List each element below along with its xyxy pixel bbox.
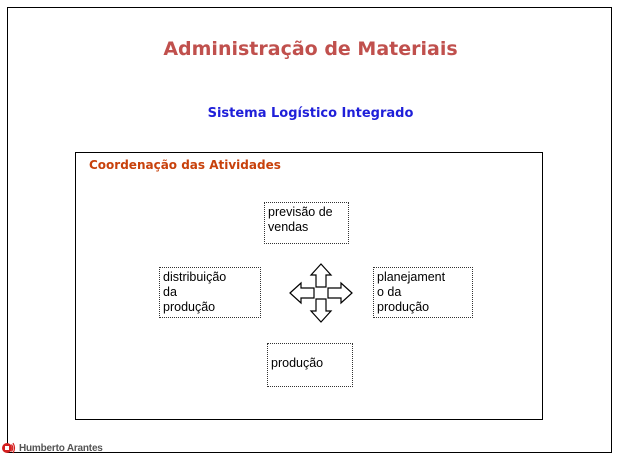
section-heading: Coordenação das Atividades [89,158,281,172]
content-box [75,152,543,420]
footer-logo: Humberto Arantes [2,439,103,457]
activity-line: o da [377,285,402,299]
activity-box-distribution: distribuição da produção [159,267,261,318]
activity-line: vendas [268,220,309,234]
activity-box-production: produção [267,343,353,387]
four-way-arrows-icon [289,263,353,323]
activity-line: previsão de [268,205,333,219]
activity-box-planning: planejament o da produção [373,267,473,318]
slide-title: Administração de Materiais [163,38,458,60]
activity-line: produção [377,300,430,314]
activity-line: planejament [377,270,446,284]
activity-line: produção [271,356,324,370]
logo-text: Humberto Arantes [19,442,103,454]
speaker-logo-icon [2,442,16,454]
activity-line: produção [163,300,216,314]
activity-box-sales-forecast: previsão de vendas [264,202,349,244]
activity-line: distribuição [163,270,227,284]
activity-line: da [163,285,177,299]
slide-subtitle: Sistema Logístico Integrado [207,106,414,121]
